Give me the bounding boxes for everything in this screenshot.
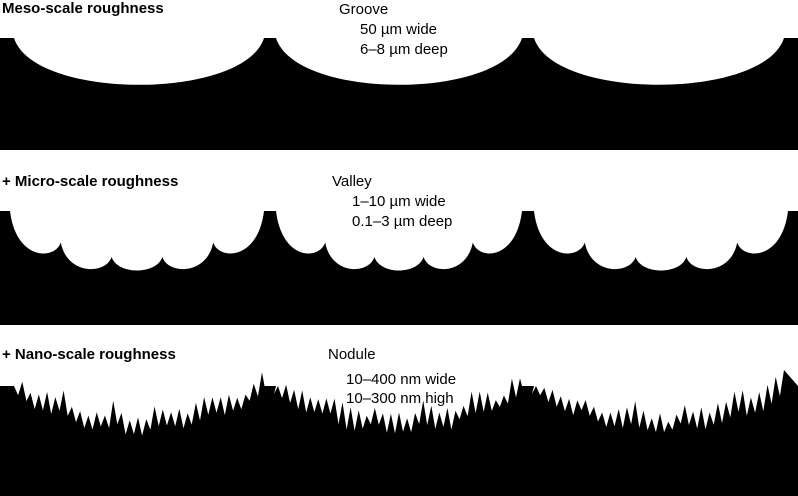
micro-surface-profile (0, 211, 798, 325)
nano-heading: + Nano-scale roughness (2, 346, 176, 363)
nano-surface-profile (0, 370, 798, 496)
meso-surface-profile (0, 38, 798, 150)
meso-width-label: 50 µm wide (360, 21, 438, 38)
meso-depth-label: 6–8 µm deep (360, 41, 448, 58)
micro-feature-label: Valley (332, 173, 372, 190)
micro-panel: + Micro-scale roughness Valley 1–10 µm w… (0, 165, 798, 325)
nano-height-label: 10–300 nm high (346, 390, 454, 407)
meso-heading: Meso-scale roughness (2, 0, 164, 17)
micro-depth-label: 0.1–3 µm deep (352, 213, 453, 230)
meso-panel: Meso-scale roughness Groove 50 µm wide 6… (0, 0, 798, 150)
micro-valley-profile (0, 211, 798, 325)
nano-width-label: 10–400 nm wide (346, 371, 457, 388)
nano-feature-label: Nodule (328, 346, 376, 363)
nano-panel: + Nano-scale roughness Nodule 10–400 nm … (0, 340, 798, 496)
nano-nodule-profile (0, 370, 798, 496)
micro-width-label: 1–10 µm wide (352, 193, 446, 210)
meso-feature-label: Groove (339, 1, 389, 18)
micro-heading: + Micro-scale roughness (2, 173, 179, 190)
meso-groove-profile (0, 38, 798, 150)
